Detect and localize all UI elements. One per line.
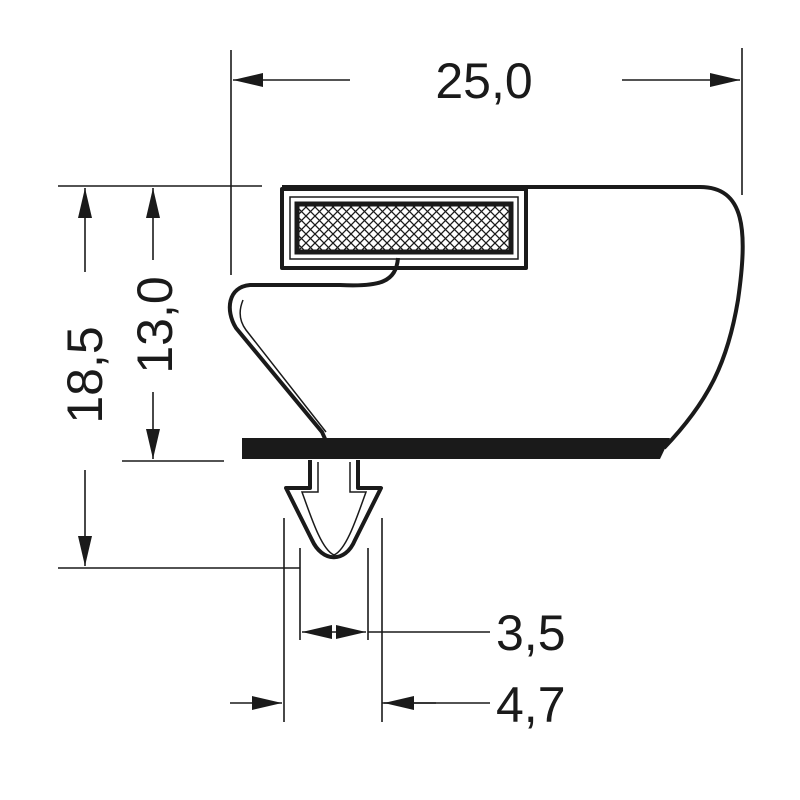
magnet-housing (280, 187, 528, 270)
magnet-frame (289, 196, 519, 260)
gasket-profile (227, 185, 745, 560)
dimension-seal-height: 13,0 (122, 188, 224, 462)
dim-label-tip-outer-width: 4,7 (496, 677, 566, 733)
dim-label-tip-inner-width: 3,5 (496, 605, 566, 661)
base-strip (242, 438, 670, 459)
dimension-tip-outer-width: 4,7 (230, 518, 566, 733)
dim-label-overall-width: 25,0 (435, 53, 532, 109)
dim-label-overall-height: 18,5 (57, 326, 113, 423)
dart-inner (300, 462, 368, 556)
dimension-tip-inner-width: 3,5 (299, 548, 566, 661)
dimension-overall-height: 18,5 (57, 185, 300, 569)
dimension-overall-width: 25,0 (230, 48, 743, 275)
magnet-core (294, 201, 514, 255)
dart-tip (284, 460, 383, 560)
dim-label-seal-height: 13,0 (127, 276, 183, 373)
bulb-outline (282, 185, 745, 450)
upper-lip (227, 257, 400, 451)
lip-inner-edge (239, 299, 327, 433)
